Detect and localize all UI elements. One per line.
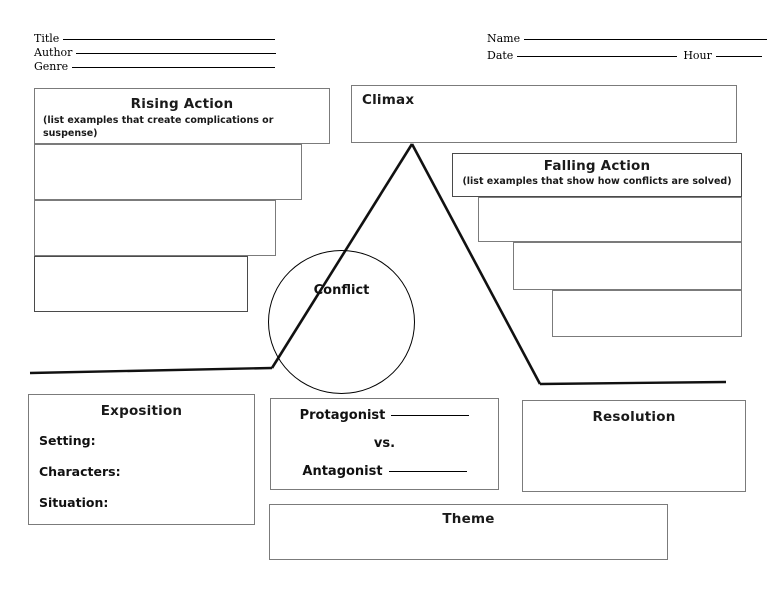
theme-title: Theme: [442, 511, 495, 527]
climax-box[interactable]: Climax: [351, 85, 737, 143]
date-hour-field-row[interactable]: Date Hour: [487, 49, 762, 62]
name-field-input[interactable]: [524, 39, 768, 40]
resolution-baseline: [539, 380, 727, 386]
antagonist-label: Antagonist: [302, 464, 383, 479]
genre-field-input[interactable]: [72, 67, 276, 68]
exposition-baseline: [29, 366, 273, 375]
rising-action-step-1[interactable]: [34, 144, 302, 200]
rising-action-title: Rising Action: [130, 96, 234, 112]
title-field-row[interactable]: Title: [34, 32, 276, 45]
conflict-circle[interactable]: Conflict: [268, 250, 415, 394]
antagonist-input[interactable]: [388, 471, 467, 472]
genre-field-label: Genre: [34, 60, 69, 73]
exposition-box[interactable]: Exposition Setting: Characters: Situatio…: [28, 394, 255, 525]
date-field-input[interactable]: [517, 56, 678, 57]
date-field-label: Date: [487, 49, 514, 62]
exposition-situation-label: Situation:: [39, 495, 109, 510]
genre-field-row[interactable]: Genre: [34, 60, 276, 73]
hour-field-label: Hour: [683, 49, 712, 62]
falling-action-subtitle: (list examples that show how conflicts a…: [462, 176, 732, 187]
title-field-input[interactable]: [63, 39, 276, 40]
versus-label: vs.: [373, 436, 396, 451]
rising-action-header-box[interactable]: Rising Action (list examples that create…: [34, 88, 330, 144]
protagonist-input[interactable]: [391, 415, 470, 416]
rising-action-step-3[interactable]: [34, 256, 248, 312]
antagonist-row[interactable]: Antagonist: [271, 464, 498, 479]
rising-action-subtitle: (list examples that create complications…: [43, 115, 274, 139]
exposition-characters-label: Characters:: [39, 464, 121, 479]
rising-action-step-2[interactable]: [34, 200, 276, 256]
conflict-label: Conflict: [313, 283, 370, 298]
falling-action-step-1[interactable]: [478, 197, 742, 242]
theme-box[interactable]: Theme: [269, 504, 668, 560]
resolution-box[interactable]: Resolution: [522, 400, 746, 492]
protagonist-label: Protagonist: [299, 408, 386, 423]
falling-action-step-2[interactable]: [513, 242, 742, 290]
climax-title: Climax: [362, 92, 415, 108]
name-field-label: Name: [487, 32, 521, 45]
author-field-label: Author: [34, 46, 73, 59]
hour-field-input[interactable]: [715, 56, 762, 57]
exposition-setting-label: Setting:: [39, 433, 96, 448]
title-field-label: Title: [34, 32, 60, 45]
falling-action-header-box[interactable]: Falling Action (list examples that show …: [452, 153, 742, 197]
characters-box[interactable]: Protagonist vs. Antagonist: [270, 398, 499, 490]
author-field-row[interactable]: Author: [34, 46, 277, 59]
falling-action-step-3[interactable]: [552, 290, 742, 337]
protagonist-row[interactable]: Protagonist: [271, 408, 498, 423]
exposition-title: Exposition: [100, 403, 183, 419]
falling-action-title: Falling Action: [543, 158, 651, 174]
author-field-input[interactable]: [76, 53, 277, 54]
name-field-row[interactable]: Name: [487, 32, 768, 45]
resolution-title: Resolution: [592, 409, 676, 425]
